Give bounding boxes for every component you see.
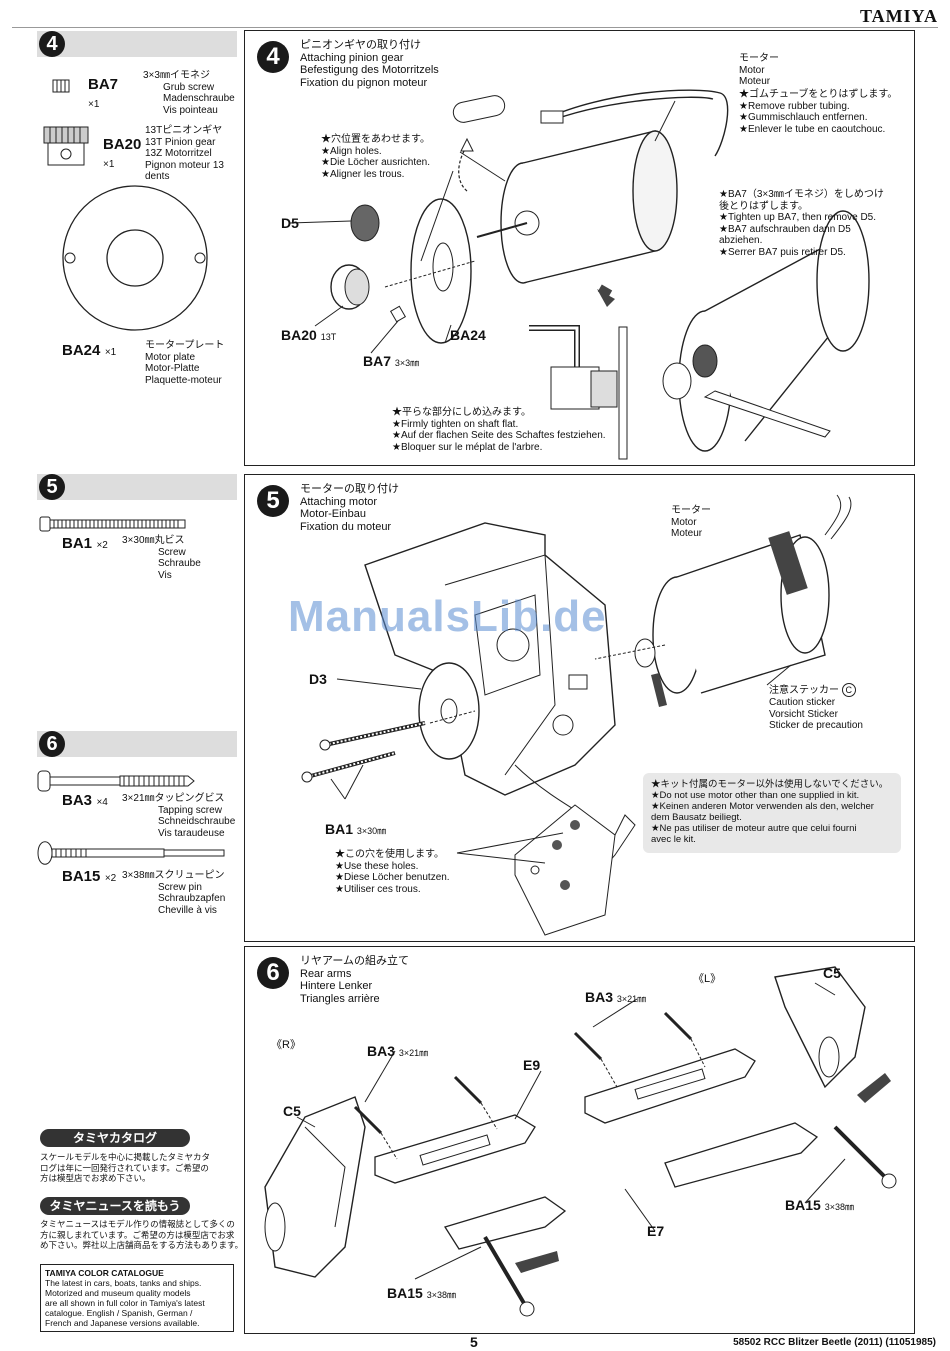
part-ba7-desc: 3×3㎜イモネジ Grub screw Madenschraube Vis po…	[143, 70, 235, 116]
align-note: ★穴位置をあわせます。 ★Align holes. ★Die Löcher au…	[321, 134, 431, 180]
news-text-jp: タミヤニュースはモデル作りの情報誌として多くの 方に親しまれています。ご希望の方…	[40, 1219, 244, 1250]
label-ba15-right: BA15 3×38㎜	[785, 1197, 854, 1213]
label-e9: E9	[523, 1057, 541, 1073]
step6-panel: 6 リヤアームの組み立て Rear arms Hintere Lenker Tr…	[244, 946, 915, 1334]
brand-logo: TAMIYA	[859, 6, 938, 26]
parts-header-step4: 4	[37, 31, 237, 57]
tube-note: ★ゴムチューブをとりはずします。 ★Remove rubber tubing. …	[739, 89, 898, 135]
step-number: 4	[39, 31, 65, 57]
part-ba1: BA1 ×2	[62, 535, 108, 552]
motor-install-diagram	[301, 494, 852, 936]
part-ba24: BA24 ×1	[62, 342, 117, 359]
step-number: 5	[257, 485, 289, 517]
part-ba7: BA7 ×1	[88, 76, 119, 110]
sticker-c-badge: C	[841, 683, 856, 697]
part-ba15: BA15 ×2	[62, 868, 117, 885]
page-number: 5	[470, 1334, 478, 1350]
step-number: 6	[257, 957, 289, 989]
label-left-side: 《L》	[693, 973, 722, 985]
footer-product-code: 58502 RCC Blitzer Beetle (2011) (1105198…	[733, 1337, 936, 1348]
label-ba20: BA20 13T	[281, 327, 337, 343]
step5-panel: 5 モーターの取り付け Attaching motor Motor-Einbau…	[244, 474, 915, 942]
label-c5-right: C5	[823, 965, 841, 981]
step-number: 4	[257, 41, 289, 73]
tapping-screw-icon	[37, 770, 195, 792]
pinion-gear-icon	[43, 126, 89, 166]
label-e7: E7	[647, 1223, 665, 1239]
label-right-side: 《R》	[271, 1039, 301, 1051]
part-ba15-desc: 3×38㎜スクリューピン Screw pin Schraubzapfen Che…	[122, 870, 226, 916]
motor-label: モーター Motor Moteur	[739, 53, 779, 87]
part-ba24-desc: モータープレート Motor plate Motor-Platte Plaque…	[145, 340, 225, 386]
motor-warning-box: ★キット付属のモーター以外は使用しないでください。 ★Do not use mo…	[643, 773, 901, 853]
label-c5-left: C5	[283, 1103, 301, 1119]
watermark: ManualsLib.de	[288, 592, 607, 641]
tighten-note: ★BA7（3×3㎜イモネジ）をしめつけ 後とりはずします。 ★Tighten u…	[719, 189, 884, 258]
catalog-text-jp: スケールモデルを中心に掲載したタミヤカタ ログは年に一回発行されています。ご希望…	[40, 1152, 211, 1183]
catalog-info-box: TAMIYA COLOR CATALOGUE The latest in car…	[40, 1264, 234, 1332]
screw-pin-icon	[37, 841, 225, 865]
part-ba1-desc: 3×30㎜丸ビス Screw Schraube Vis	[122, 535, 201, 581]
step-title: ピニオンギヤの取り付け Attaching pinion gear Befest…	[300, 39, 439, 89]
part-ba20: BA20 ×1	[103, 136, 142, 170]
part-ba3-desc: 3×21㎜タッピングビス Tapping screw Schneidschrau…	[122, 793, 236, 839]
caution-sticker-label: 注意ステッカー C Caution sticker Vorsicht Stick…	[769, 683, 863, 731]
screw-ba1-icon	[39, 516, 186, 532]
label-d5: D5	[281, 215, 299, 231]
label-ba24: BA24	[450, 327, 486, 343]
label-ba3-left: BA3 3×21㎜	[367, 1043, 429, 1059]
catalog-heading-jp: タミヤカタログ	[40, 1129, 190, 1147]
flat-note: ★平らな部分にしめ込みます。 ★Firmly tighten on shaft …	[392, 407, 606, 453]
motor-label: モーター Motor Moteur	[671, 505, 711, 539]
label-ba3-right: BA3 3×21㎜	[585, 989, 647, 1005]
rear-arm-diagram	[264, 966, 897, 1317]
news-heading-jp: タミヤニュースを読もう	[40, 1197, 190, 1215]
grub-screw-icon	[52, 79, 70, 93]
label-ba7: BA7 3×3㎜	[363, 353, 420, 369]
holes-note: ★この穴を使用します。 ★Use these holes. ★Diese Löc…	[335, 849, 450, 895]
part-ba3: BA3 ×4	[62, 792, 108, 809]
parts-header-step6: 6	[37, 731, 237, 757]
parts-header-step5: 5	[37, 474, 237, 500]
label-d3: D3	[309, 671, 327, 687]
pinion-assembly-diagram	[289, 89, 870, 460]
label-ba1: BA1 3×30㎜	[325, 821, 387, 837]
part-ba20-desc: 13Tピニオンギヤ 13T Pinion gear 13Z Motorritze…	[145, 125, 224, 182]
label-ba15-left: BA15 3×38㎜	[387, 1285, 456, 1301]
step4-panel: 4 ピニオンギヤの取り付け Attaching pinion gear Befe…	[244, 30, 915, 466]
step-title: モーターの取り付け Attaching motor Motor-Einbau F…	[300, 483, 399, 533]
top-rule	[12, 27, 938, 28]
step-title: リヤアームの組み立て Rear arms Hintere Lenker Tria…	[300, 955, 410, 1005]
motor-plate-icon	[62, 185, 208, 331]
